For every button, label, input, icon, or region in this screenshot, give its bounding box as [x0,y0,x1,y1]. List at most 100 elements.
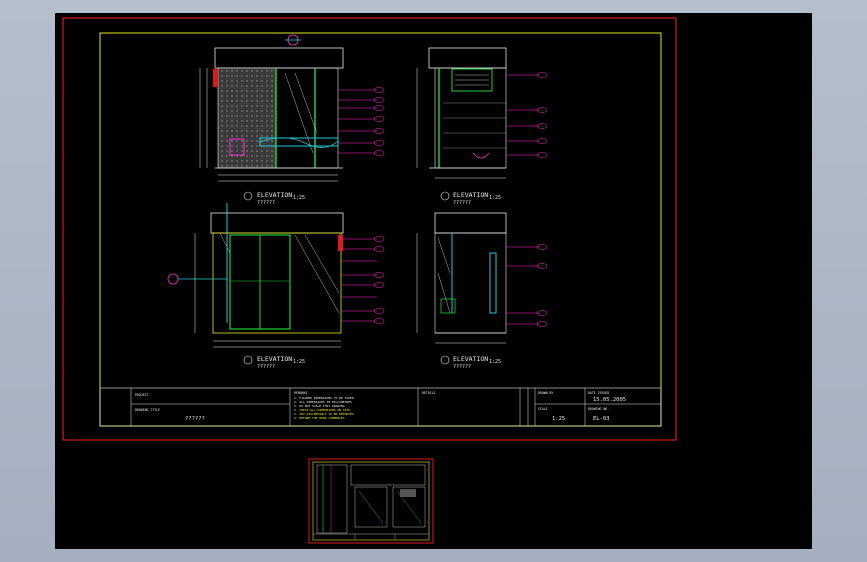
tile-dot [241,80,243,82]
tile-dot [256,135,258,137]
tile-dot [261,150,263,152]
tile-dot [246,140,248,142]
tile-dot [231,120,233,122]
elevation-1: ELEVATION 1:25 ?????? [199,34,385,206]
tile-dot [236,155,238,157]
tile-dot [221,115,223,117]
elevation-2-subtitle: ?????? [453,200,471,206]
elevation-2-scale: 1:25 [489,195,501,201]
tile-dot [266,70,268,72]
drawing-no-value: EL-03 [593,416,610,422]
elevation-1-subtitle: ?????? [257,200,275,206]
tile-dot [246,90,248,92]
scale-label: SCALE [538,407,548,411]
tile-dot [231,130,233,132]
tile-dot [226,75,228,77]
tile-dot [241,130,243,132]
tile-dot [251,70,253,72]
tile-dot [261,100,263,102]
tile-dot [271,130,273,132]
tile-dot [271,85,273,87]
tile-dot [266,120,268,122]
tile-dot [256,145,258,147]
paper-border [62,17,677,441]
thumbnail-layout[interactable] [308,458,434,544]
tile-dot [271,110,273,112]
tile-dot [231,140,233,142]
tile-dot [226,130,228,132]
tile-dot [241,100,243,102]
tile-dot [241,155,243,157]
tile-dot [256,115,258,117]
tile-dot [241,85,243,87]
drawing-title: ?????? [185,416,205,422]
tile-dot [246,100,248,102]
tile-dot [251,80,253,82]
tile-dot [231,80,233,82]
elevation-2: ELEVATION 1:25 ?????? [416,47,548,206]
tile-dot [271,80,273,82]
drawing-canvas[interactable]: ELEVATION 1:25 ?????? [55,13,812,549]
tile-dot [226,165,228,167]
remark-line: 2. ALL DIMENSIONS IN MILLIMETRES [294,400,352,404]
tile-dot [246,80,248,82]
tile-dot [236,125,238,127]
tile-dot [221,165,223,167]
elevation-2-title: ELEVATION [453,191,488,199]
tile-dot [231,70,233,72]
model-space-viewport[interactable]: ELEVATION 1:25 ?????? [55,13,812,549]
tile-dot [241,95,243,97]
remark-line: 4. CHECK ALL DIMENSIONS ON SITE [294,408,350,412]
tile-dot [236,130,238,132]
tile-dot [251,145,253,147]
tile-dot [221,110,223,112]
tile-dot [236,70,238,72]
elevation-4-subtitle: ?????? [453,364,471,370]
tile-dot [246,135,248,137]
tile-dot [251,165,253,167]
tile-dot [226,160,228,162]
tile-dot [241,135,243,137]
tile-dot [256,95,258,97]
title-block: PROJECT DRAWING TITLE ?????? REMARKS 1. … [99,387,662,427]
tile-dot [251,90,253,92]
remarks-label: REMARKS [294,391,308,395]
tile-dot [246,145,248,147]
remark-line: 3. DO NOT SCALE THIS DRAWING [294,404,345,408]
tile-dot [241,120,243,122]
tile-dot [241,70,243,72]
tile-dot [251,100,253,102]
tile-dot [226,120,228,122]
tile-dot [241,125,243,127]
elevation-4-title: ELEVATION [453,355,488,363]
tile-dot [236,135,238,137]
tile-dot [271,120,273,122]
tile-dot [221,70,223,72]
tile-dot [236,85,238,87]
tile-dot [261,125,263,127]
tile-dot [271,100,273,102]
tile-dot [241,75,243,77]
elevation-3-title: ELEVATION [257,355,292,363]
tile-dot [221,130,223,132]
tile-dot [271,160,273,162]
tile-dot [256,120,258,122]
tile-dot [271,155,273,157]
drawing-title-label: DRAWING TITLE [135,408,160,412]
tile-dot [236,115,238,117]
tile-dot [246,85,248,87]
tile-dot [236,95,238,97]
tile-dot [221,125,223,127]
tile-dot [241,160,243,162]
tile-dot [246,95,248,97]
tile-dot [221,135,223,137]
tile-dot [231,145,233,147]
tile-dot [251,110,253,112]
tile-dot [246,70,248,72]
tile-dot [266,75,268,77]
tile-dot [266,130,268,132]
tile-dot [226,125,228,127]
tile-dot [246,155,248,157]
elevation-3-subtitle: ?????? [257,364,275,370]
